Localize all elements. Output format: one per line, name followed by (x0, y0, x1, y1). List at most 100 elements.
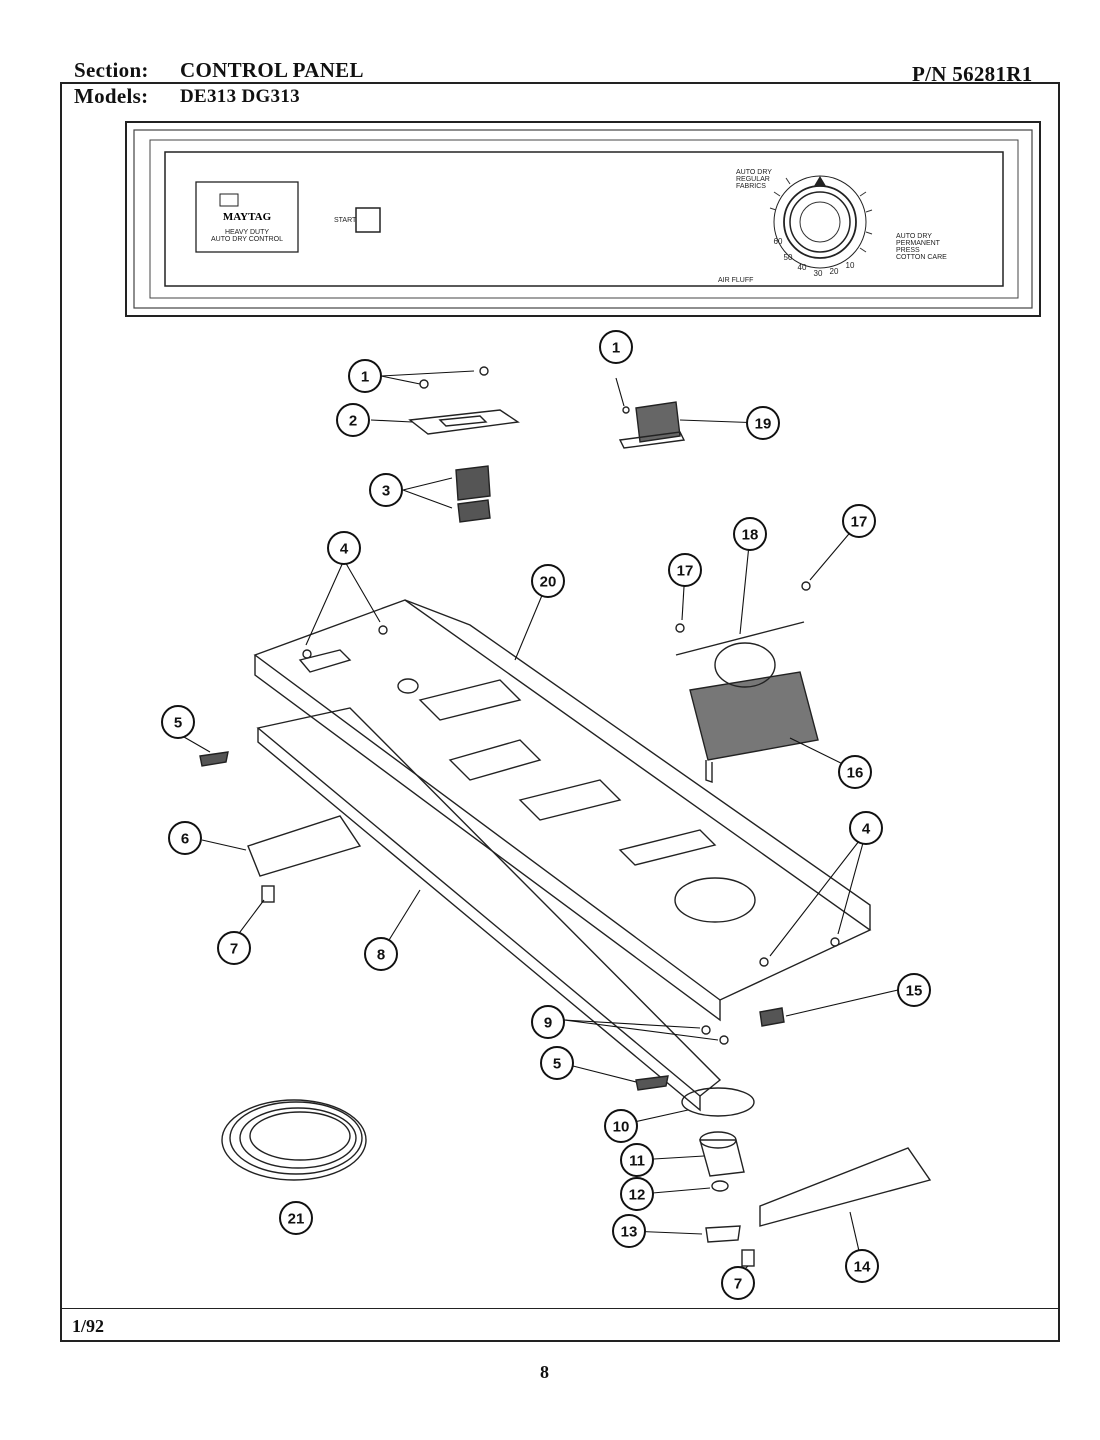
screw-part (199, 751, 669, 1091)
callout-label: 17 (677, 563, 694, 580)
control-panel-housing (253, 599, 872, 1022)
timer-knob-part (699, 1131, 745, 1177)
callout-10: 10 (604, 1109, 638, 1143)
callout-label: 14 (854, 1259, 871, 1276)
callout-label: 6 (181, 831, 189, 848)
callout-5b: 5 (540, 1046, 574, 1080)
callout-label: 3 (382, 483, 390, 500)
page-number: 8 (540, 1362, 549, 1382)
callout-18: 18 (733, 517, 767, 551)
callout-label: 11 (629, 1153, 645, 1170)
callout-label: 18 (742, 527, 759, 544)
callout-5: 5 (161, 705, 195, 739)
section-label: Section: (74, 58, 149, 82)
brand-sub1: HEAVY DUTY (225, 229, 269, 236)
callout-label: 15 (906, 983, 923, 1000)
start-button[interactable] (355, 207, 381, 233)
dial-label-regular: REGULAR (736, 176, 770, 183)
callout-4b: 4 (849, 811, 883, 845)
brand-badge (195, 181, 299, 253)
callout-8: 8 (364, 937, 398, 971)
dial-number: 30 (814, 269, 823, 278)
callout-label: 17 (851, 514, 868, 531)
callout-16: 16 (838, 755, 872, 789)
callout-21: 21 (279, 1201, 313, 1235)
callout-label: 8 (377, 947, 385, 964)
screw-part (419, 366, 489, 389)
knob-skirt-part (681, 1087, 755, 1117)
callout-1: 1 (348, 359, 382, 393)
air-fluff-label: AIR FLUFF (718, 277, 753, 284)
callout-17b: 17 (842, 504, 876, 538)
callout-label: 7 (230, 941, 238, 958)
callout-14: 14 (845, 1249, 879, 1283)
callout-9: 9 (531, 1005, 565, 1039)
callout-7: 7 (217, 931, 251, 965)
footer-divider (60, 1308, 1060, 1309)
control-panel-front: MAYTAG HEAVY DUTY AUTO DRY CONTROL START… (125, 121, 1041, 317)
brand-sub2: AUTO DRY CONTROL (211, 236, 283, 243)
callout-label: 4 (340, 541, 349, 558)
callout-group: 1 1 2 3 4 4 5 5 6 7 7 8 9 10 11 12 13 14… (161, 330, 931, 1300)
callout-label: 16 (847, 765, 864, 782)
callout-label: 13 (621, 1224, 638, 1241)
panel-rail-part (256, 707, 722, 1112)
callout-label: 5 (553, 1056, 561, 1073)
models-label: Models: (74, 84, 149, 108)
callout-12: 12 (620, 1177, 654, 1211)
timer-part (689, 642, 819, 783)
dial-label-fabrics: FABRICS (736, 183, 766, 190)
callout-20: 20 (531, 564, 565, 598)
spring-washer-part (711, 1180, 729, 1192)
models-value: DE313 DG313 (180, 86, 300, 107)
callout-label: 4 (862, 821, 871, 838)
revision-date: 1/92 (72, 1316, 105, 1336)
leader-lines (183, 370, 899, 1276)
dial-number: 10 (846, 261, 855, 270)
callout-label: 12 (629, 1187, 646, 1204)
screw-part (675, 581, 811, 633)
wiring-harness-part (221, 1099, 367, 1181)
callout-6: 6 (168, 821, 202, 855)
dial-label-permanent: PERMANENT (896, 240, 941, 247)
switch-part (455, 465, 491, 523)
callout-1b: 1 (599, 330, 633, 364)
callout-19: 19 (746, 406, 780, 440)
callout-label: 10 (613, 1119, 630, 1136)
callout-label: 7 (734, 1276, 742, 1293)
callout-label: 1 (361, 369, 369, 386)
brand-name: MAYTAG (223, 211, 272, 223)
end-cap-part (247, 815, 362, 877)
dial-label-press: PRESS (896, 247, 920, 254)
callout-3: 3 (369, 473, 403, 507)
callout-label: 5 (174, 715, 182, 732)
callout-11: 11 (620, 1143, 654, 1177)
terminal-part (759, 1007, 785, 1027)
dial-number: 60 (774, 237, 783, 246)
start-label: START (334, 217, 357, 224)
dial-number: 20 (830, 267, 839, 276)
callout-label: 21 (288, 1211, 305, 1228)
knob-insert-part (705, 1225, 741, 1243)
callout-4: 4 (327, 531, 361, 565)
callout-7b: 7 (721, 1266, 755, 1300)
maytag-logo-icon (219, 193, 239, 207)
ground-wire-part (675, 621, 805, 656)
callout-label: 2 (349, 413, 357, 430)
timer-dial[interactable] (769, 175, 873, 269)
dial-number: 50 (784, 253, 793, 262)
callout-label: 20 (540, 574, 557, 591)
end-cap-part (759, 1147, 932, 1227)
dial-label-auto-dry-left: AUTO DRY (736, 169, 772, 176)
clip-part (261, 885, 755, 1267)
callout-label: 1 (612, 340, 620, 357)
screw-part (701, 1025, 729, 1045)
callout-15: 15 (897, 973, 931, 1007)
callout-13: 13 (612, 1214, 646, 1248)
callout-17: 17 (668, 553, 702, 587)
callout-label: 9 (544, 1015, 552, 1032)
dial-label-cotton-care: COTTON CARE (896, 254, 947, 261)
switch-bracket-part (408, 409, 520, 435)
dial-number: 40 (798, 263, 807, 272)
